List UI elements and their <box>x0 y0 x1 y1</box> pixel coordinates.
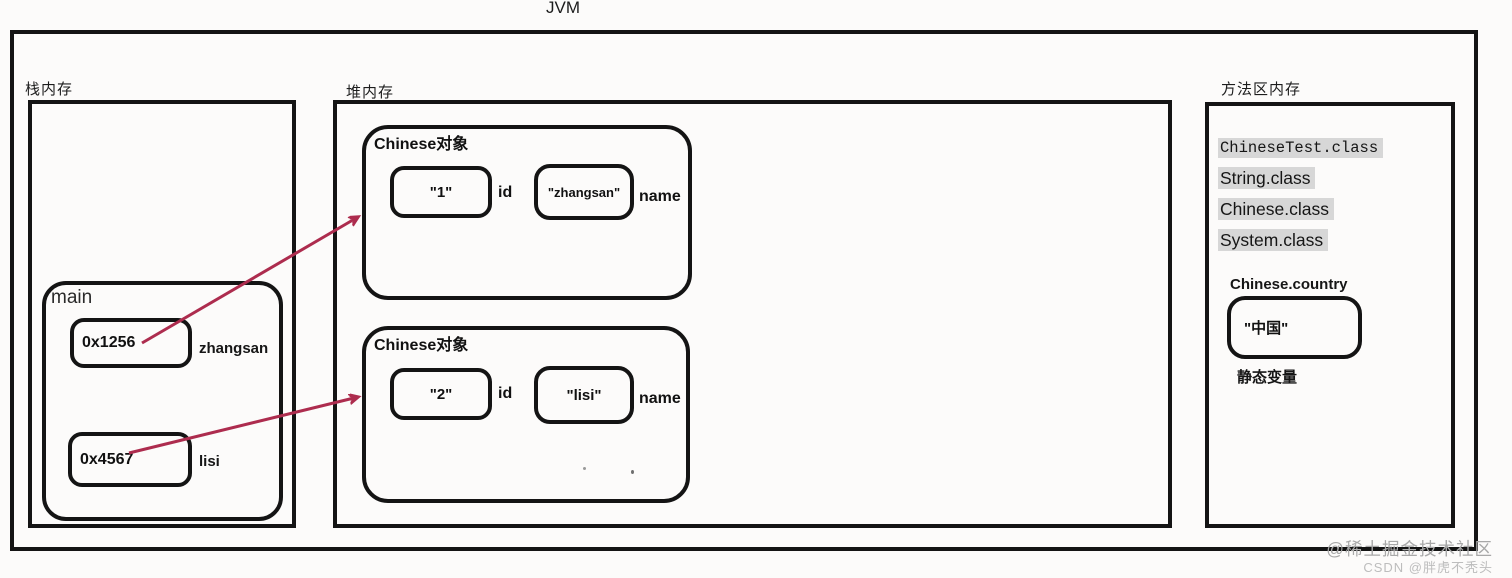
heap-memory-label: 堆内存 <box>346 84 395 101</box>
class-list-item: Chinese.class <box>1218 194 1383 225</box>
heap-object-1-id-value: "1" <box>429 183 453 201</box>
heap-object-2-id-label: id <box>498 385 513 402</box>
static-var-caption: 静态变量 <box>1237 369 1298 386</box>
class-name: System.class <box>1218 229 1329 251</box>
class-name: String.class <box>1218 167 1316 189</box>
stray-dot <box>631 470 634 474</box>
static-var-box: "中国" <box>1227 296 1362 359</box>
diagram-title: JVM <box>546 0 580 17</box>
stack-var-zhangsan-name: zhangsan <box>199 340 269 357</box>
heap-object-2-id-value: "2" <box>429 385 453 403</box>
heap-object-2-name-label: name <box>639 390 681 407</box>
class-list-item: ChineseTest.class <box>1218 132 1384 163</box>
class-list-item: System.class <box>1218 225 1383 256</box>
heap-object-1-id-label: id <box>498 184 513 201</box>
stray-dot <box>583 467 586 470</box>
stack-memory-label: 栈内存 <box>25 81 74 98</box>
watermark-juejin: @稀土掘金技术社区 <box>1326 539 1493 559</box>
class-name: Chinese.class <box>1218 198 1334 220</box>
heap-object-1-name-label: name <box>639 188 681 205</box>
main-frame-label: main <box>51 287 93 308</box>
static-var-label: Chinese.country <box>1230 276 1348 293</box>
heap-object-2-name-value: "lisi" <box>566 386 602 404</box>
heap-object-1-name-value: "zhangsan" <box>547 184 621 200</box>
heap-object-2-box <box>362 326 690 503</box>
stack-var-zhangsan-box: 0x1256 <box>70 318 192 368</box>
stack-var-lisi-value: 0x4567 <box>80 450 134 468</box>
jvm-outer-box <box>10 30 1478 551</box>
heap-object-1-box <box>362 125 692 300</box>
heap-object-1-id-box: "1" <box>390 166 492 218</box>
method-area-label: 方法区内存 <box>1221 81 1302 98</box>
method-area-box <box>1205 102 1455 528</box>
static-var-value: "中国" <box>1244 320 1289 337</box>
stack-var-zhangsan-value: 0x1256 <box>82 334 136 351</box>
heap-object-2-id-box: "2" <box>390 368 492 420</box>
watermark-csdn: CSDN @胖虎不秃头 <box>1363 560 1493 575</box>
heap-object-1-name-box: "zhangsan" <box>534 164 634 220</box>
loaded-classes-list: ChineseTest.class String.class Chinese.c… <box>1218 132 1384 256</box>
class-list-item: String.class <box>1218 163 1383 194</box>
heap-object-1-title: Chinese对象 <box>374 136 469 153</box>
stack-var-lisi-name: lisi <box>199 453 220 470</box>
heap-object-2-name-box: "lisi" <box>534 366 634 424</box>
stack-var-lisi-box: 0x4567 <box>68 432 192 487</box>
class-name: ChineseTest.class <box>1218 138 1384 158</box>
heap-object-2-title: Chinese对象 <box>374 337 469 354</box>
